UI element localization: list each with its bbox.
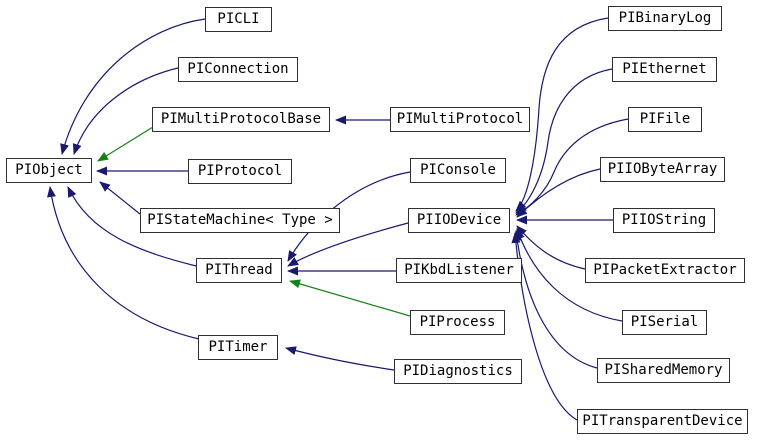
node-piiostring[interactable]: PIIOString (613, 208, 715, 233)
edge-PISharedMemory-to-PIIODevice (512, 230, 598, 369)
node-pisharedmemory[interactable]: PISharedMemory (597, 358, 730, 383)
edge-PIEthernet-to-PIIODevice (515, 68, 613, 214)
node-piserial[interactable]: PISerial (622, 310, 707, 335)
edge-PIIOByteArray-to-PIIODevice (516, 168, 601, 218)
node-piconsole[interactable]: PIConsole (410, 158, 506, 183)
edge-PIConnection-to-PIObject (72, 67, 179, 155)
edge-PIIODevice-to-PIThread (287, 222, 409, 267)
node-pipacketextractor[interactable]: PIPacketExtractor (585, 258, 745, 283)
edge-PIDiagnostics-to-PITimer (285, 346, 395, 371)
node-pibinarylog[interactable]: PIBinaryLog (608, 6, 722, 31)
node-pimultiprotocolbase[interactable]: PIMultiProtocolBase (152, 107, 330, 132)
node-piiodevice[interactable]: PIIODevice (408, 208, 510, 233)
edge-PIThread-to-PIObject (67, 186, 197, 267)
edge-PITimer-to-PIObject (47, 186, 200, 340)
node-pimultiprotocol[interactable]: PIMultiProtocol (390, 107, 530, 132)
node-piobject[interactable]: PIObject (6, 158, 92, 183)
edge-PIMultiProtocolBase-to-PIObject (97, 126, 154, 162)
node-piprotocol[interactable]: PIProtocol (188, 159, 292, 184)
node-picli[interactable]: PICLI (205, 7, 272, 32)
edge-PISerial-to-PIIODevice (516, 228, 623, 322)
edge-PICLI-to-PIObject (60, 18, 206, 155)
node-pidiagnostics[interactable]: PIDiagnostics (394, 359, 522, 384)
node-pikbdlistener[interactable]: PIKbdListener (396, 258, 522, 283)
edge-PIProcess-to-PIThread (289, 279, 411, 317)
node-piconnection[interactable]: PIConnection (178, 57, 298, 82)
node-pithread[interactable]: PIThread (196, 258, 282, 283)
edge-PIBinaryLog-to-PIIODevice (515, 17, 609, 212)
edge-PIStateMachine-to-PIObject (99, 181, 141, 215)
node-pitimer[interactable]: PITimer (198, 335, 278, 360)
node-piprocess[interactable]: PIProcess (410, 310, 505, 335)
node-pistatemachine[interactable]: PIStateMachine< Type > (140, 208, 340, 233)
node-piiobytearray[interactable]: PIIOByteArray (600, 157, 725, 182)
edge-PIPacketExtractor-to-PIIODevice (516, 225, 586, 270)
node-piethernet[interactable]: PIEthernet (612, 57, 717, 82)
node-pitransparentdevice[interactable]: PITransparentDevice (577, 409, 748, 434)
node-pifile[interactable]: PIFile (628, 107, 702, 132)
